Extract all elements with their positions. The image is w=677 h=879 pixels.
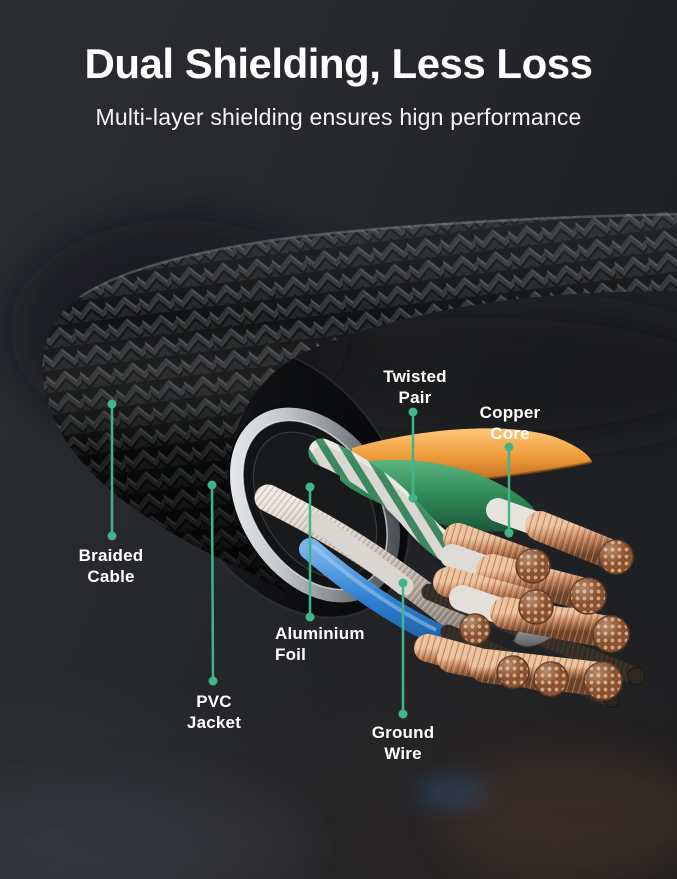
label-ground-wire: Ground Wire [371, 723, 435, 764]
leader-line-braided-cable [107, 399, 117, 541]
label-copper-core: Copper Core [479, 403, 541, 444]
white-wire [306, 512, 414, 596]
copper-cut-faces [459, 539, 634, 701]
cable [42, 212, 677, 708]
leader-lines [107, 399, 514, 719]
page-title: Dual Shielding, Less Loss [84, 40, 593, 87]
label-aluminium-foil: Aluminium Foil [275, 624, 365, 665]
leader-line-aluminium-foil [305, 482, 315, 622]
page-subtitle: Multi-layer shielding ensures hign perfo… [95, 104, 582, 130]
label-pvc-jacket: PVC Jacket [186, 692, 242, 733]
label-braided-cable: Braided Cable [78, 546, 144, 587]
leader-line-twisted-pair [408, 407, 418, 503]
label-twisted-pair: Twisted Pair [383, 367, 447, 408]
leader-line-ground-wire [398, 578, 408, 719]
leader-line-pvc-jacket [207, 480, 218, 686]
leader-line-copper-core [504, 442, 514, 538]
braided-sleeve [42, 212, 677, 594]
copper-bundles [414, 498, 634, 701]
inner-wires [254, 428, 645, 708]
